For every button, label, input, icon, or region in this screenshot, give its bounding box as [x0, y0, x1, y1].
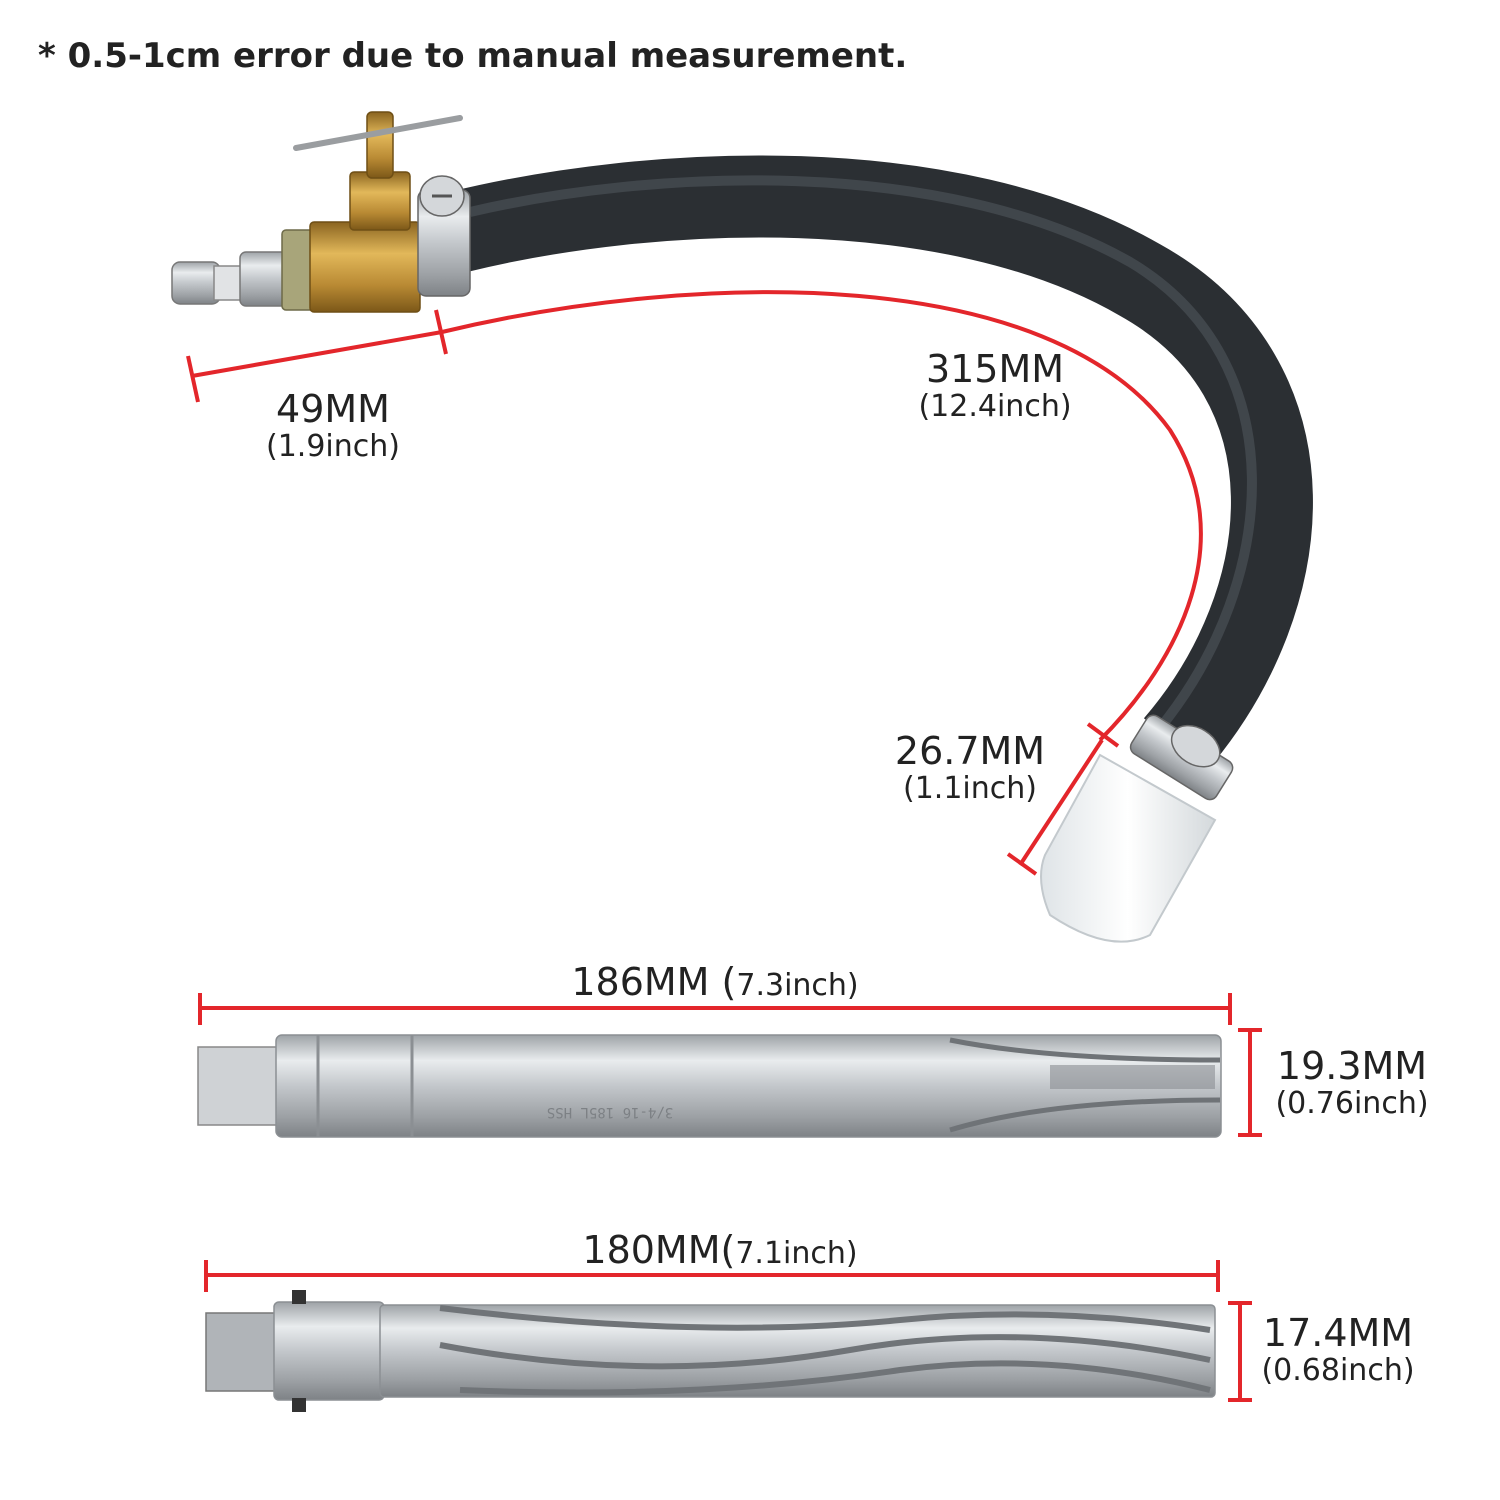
reamer-length-label: 180MM(7.1inch) — [490, 1228, 950, 1272]
hose-dimension-lines — [186, 290, 1203, 876]
measurement-note: * 0.5-1cm error due to manual measuremen… — [38, 36, 908, 76]
spiral-reamer — [205, 1290, 1216, 1412]
reamer-diameter-label: 17.4MM (0.68inch) — [1248, 1312, 1428, 1388]
reamer-dimension-lines — [204, 1260, 1252, 1402]
hose — [448, 155, 1313, 772]
plug-length-mm: 26.7MM — [894, 729, 1046, 773]
hose-highlight — [468, 175, 1257, 732]
plug-length-label: 26.7MM (1.1inch) — [880, 730, 1060, 806]
hose-clamp-top — [417, 175, 471, 297]
hose-clamp-bottom — [1129, 714, 1234, 801]
plug-length-inch: (1.1inch) — [903, 771, 1037, 806]
thread-tap: 3/4-16 185L HSS — [197, 1034, 1222, 1138]
hose-length-mm: 315MM — [925, 347, 1065, 391]
brass-valve — [293, 111, 463, 313]
tap-diameter-label: 19.3MM (0.76inch) — [1262, 1045, 1442, 1121]
rubber-plug — [1040, 753, 1217, 943]
reamer-diameter-inch: (0.68inch) — [1261, 1353, 1415, 1388]
hose-length-inch: (12.4inch) — [918, 389, 1072, 424]
air-coupler — [171, 229, 317, 311]
tap-length-mm: 186MM ( — [571, 960, 737, 1004]
tap-diameter-inch: (0.76inch) — [1275, 1086, 1429, 1121]
tap-length-inch: 7.3inch) — [736, 968, 859, 1003]
hose-length-label: 315MM (12.4inch) — [900, 348, 1090, 424]
valve-length-mm: 49MM — [276, 387, 390, 431]
reamer-length-inch: 7.1inch) — [735, 1236, 858, 1271]
hose-assembly — [171, 111, 1313, 943]
tap-length-label: 186MM (7.3inch) — [480, 960, 950, 1004]
reamer-length-mm: 180MM( — [582, 1228, 736, 1272]
tap-dimension-lines — [198, 993, 1262, 1137]
reamer-diameter-mm: 17.4MM — [1262, 1311, 1414, 1355]
tap-diameter-mm: 19.3MM — [1276, 1044, 1428, 1088]
valve-length-label: 49MM (1.9inch) — [248, 388, 418, 464]
valve-length-inch: (1.9inch) — [266, 429, 400, 464]
tap-engraving: 3/4-16 185L HSS — [547, 1104, 673, 1120]
